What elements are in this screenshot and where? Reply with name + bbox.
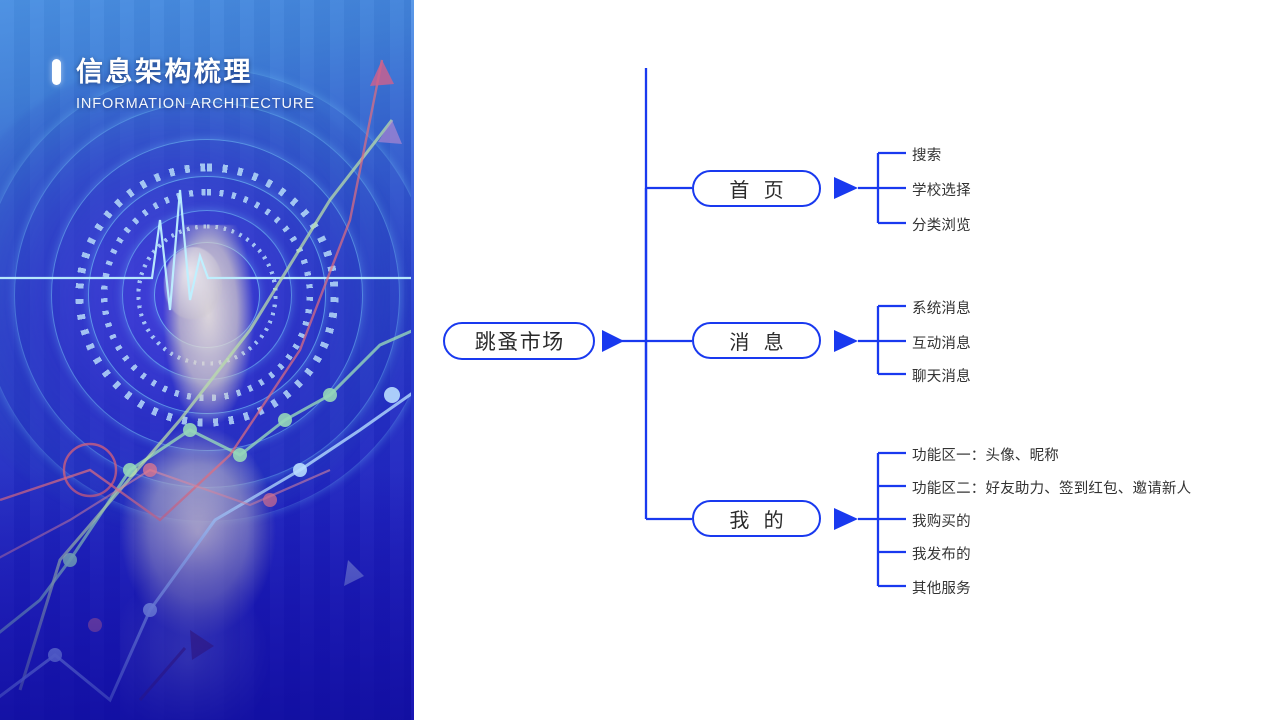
ecg-pulse-line-icon [0,189,414,311]
leaf-item[interactable]: 功能区二：好友助力、签到红包、邀请新人 [912,481,1192,497]
leaf-item[interactable]: 学校选择 [912,183,971,199]
title-accent-bar-icon [52,59,61,85]
hero-right-edge [411,0,414,720]
leaf-item[interactable]: 我发布的 [912,547,971,563]
diagram-connector-wires [602,68,906,588]
leaf-item[interactable]: 搜索 [912,148,942,164]
leaf-item[interactable]: 其他服务 [912,581,971,597]
arrow-markers [602,177,858,530]
hero-bottom-shade [0,470,414,720]
branch-node-message[interactable]: 消 息 [692,322,821,359]
page-subtitle: INFORMATION ARCHITECTURE [76,96,315,112]
leaf-item[interactable]: 互动消息 [912,336,971,352]
leaf-bracket-home [858,151,906,225]
leaf-bracket-message [858,304,906,376]
page-title: 信息架构梳理 [76,57,253,87]
hero-image-panel: 信息架构梳理 INFORMATION ARCHITECTURE [0,0,414,720]
leaf-item[interactable]: 分类浏览 [912,218,971,234]
leaf-bracket-mine [858,451,906,588]
leaf-item[interactable]: 我购买的 [912,514,971,530]
root-node-flea-market[interactable]: 跳蚤市场 [443,322,595,360]
leaf-item[interactable]: 功能区一：头像、昵称 [912,448,1059,464]
leaf-item[interactable]: 聊天消息 [912,369,971,385]
leaf-item[interactable]: 系统消息 [912,301,971,317]
branch-node-mine[interactable]: 我 的 [692,500,821,537]
hero-title-block: 信息架构梳理 INFORMATION ARCHITECTURE [52,50,315,112]
branch-node-home[interactable]: 首 页 [692,170,821,207]
information-architecture-diagram: 跳蚤市场 首 页 消 息 我 的 搜索 学校选择 分类浏览 系统消息 互动消息 … [414,0,1280,720]
